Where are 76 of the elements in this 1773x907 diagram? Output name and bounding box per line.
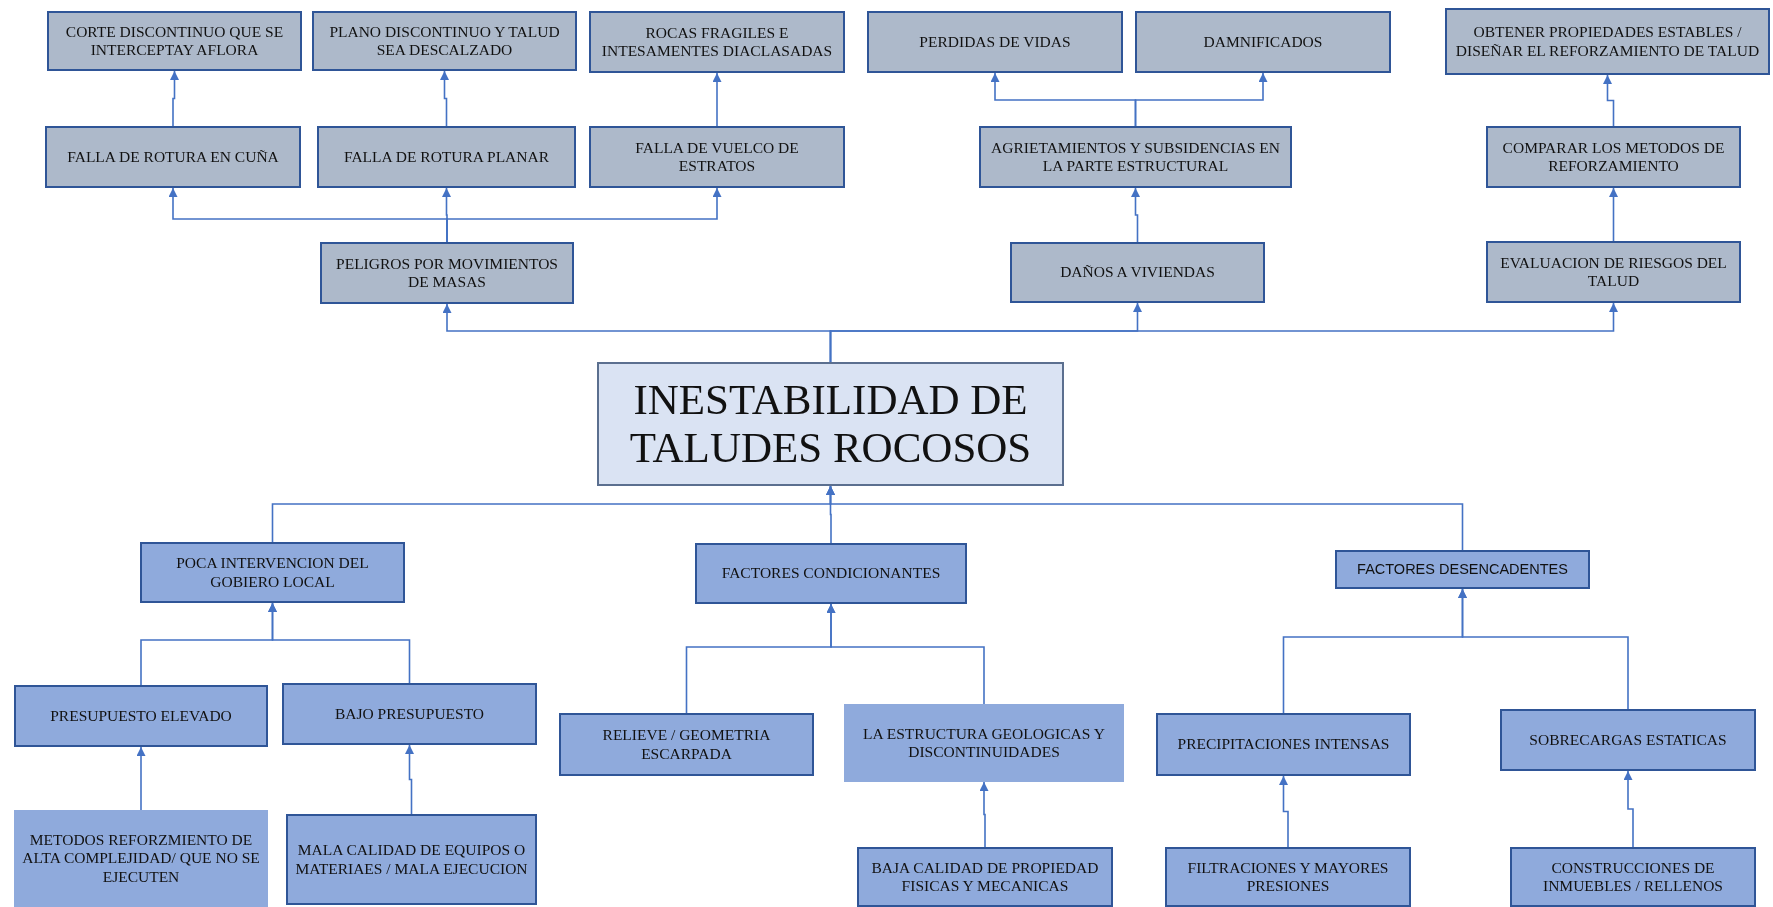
box-label: OBTENER PROPIEDADES ESTABLES / DISEÑAR EL REFORZAMIENTO DE TALUD bbox=[1454, 23, 1761, 60]
concept-box bbox=[589, 11, 845, 73]
arrow bbox=[1623, 770, 1634, 848]
concept-box bbox=[47, 11, 302, 71]
concept-box bbox=[1486, 126, 1741, 188]
concept-box bbox=[1010, 242, 1265, 303]
concept-box bbox=[14, 685, 268, 747]
concept-box bbox=[695, 543, 967, 604]
arrow bbox=[826, 485, 1464, 551]
concept-box bbox=[844, 704, 1124, 782]
box-label: EVALUACION DE RIESGOS DEL TALUD bbox=[1499, 253, 1728, 291]
concept-box bbox=[320, 242, 574, 304]
box-label: PLANO DISCONTINUO Y TALUD SEA DESCALZADO bbox=[328, 22, 561, 60]
arrow bbox=[446, 187, 722, 243]
box-label: FALLA DE ROTURA PLANAR bbox=[343, 147, 550, 167]
box-label: PRECIPITACIONES INTENSAS bbox=[1177, 735, 1390, 754]
box-label: FACTORES CONDICIONANTES bbox=[721, 564, 941, 583]
arrow bbox=[268, 602, 411, 684]
concept-box bbox=[140, 542, 405, 603]
arrow bbox=[440, 70, 449, 127]
concept-box bbox=[867, 11, 1123, 73]
box-label: BAJA CALIDAD DE PROPIEDAD FISICAS Y MECANICAS bbox=[870, 858, 1100, 896]
concept-box bbox=[286, 814, 537, 905]
arrow bbox=[712, 72, 722, 127]
concept-box bbox=[317, 126, 576, 188]
box-label: ROCAS FRAGILES E INTESAMENTES DIACLASADAS bbox=[600, 23, 834, 61]
concept-box bbox=[1486, 241, 1741, 303]
box-label: FACTORES DESENCADENTES bbox=[1357, 560, 1568, 579]
box-label: AGRIETAMIENTOS Y SUBSIDENCIAS EN LA PARTE ESTRUCTURAL bbox=[990, 138, 1281, 176]
concept-box bbox=[1135, 11, 1391, 73]
arrow bbox=[1131, 187, 1140, 243]
box-label: CORTE DISCONTINUO QUE SE INTERCEPTAY AFLORA bbox=[64, 22, 285, 60]
concept-box bbox=[1500, 709, 1756, 771]
arrow bbox=[826, 603, 985, 705]
box-label: PRESUPUESTO ELEVADO bbox=[50, 706, 232, 726]
concept-box bbox=[857, 847, 1113, 907]
arrow bbox=[170, 70, 179, 127]
box-label: DAMNIFICADOS bbox=[1203, 32, 1323, 52]
arrow bbox=[1609, 187, 1618, 242]
concept-box bbox=[1510, 847, 1756, 907]
box-label: INESTABILIDAD DE TALUDES ROCOSOS bbox=[628, 375, 1033, 473]
arrow bbox=[1603, 74, 1615, 127]
concept-box bbox=[282, 683, 537, 745]
arrow bbox=[829, 302, 1618, 363]
box-label: MALA CALIDAD DE EQUIPOS O MATERIAES / MALA EJECUCION bbox=[294, 841, 529, 878]
concept-box bbox=[14, 810, 268, 907]
arrow bbox=[136, 746, 146, 811]
box-label: COMPARAR LOS METODOS DE REFORZAMIENTO bbox=[1501, 138, 1726, 176]
arrow bbox=[405, 744, 414, 815]
arrow bbox=[1134, 72, 1268, 127]
concept-box bbox=[979, 126, 1292, 188]
box-label: LA ESTRUCTURA GEOLOGICAS Y DISCONTINUIDADES bbox=[862, 724, 1106, 762]
box-label: FILTRACIONES Y MAYORES PRESIONES bbox=[1186, 858, 1390, 896]
box-label: POCA INTERVENCION DEL GOBIERO LOCAL bbox=[175, 554, 370, 591]
concept-box bbox=[1445, 8, 1770, 75]
concept-box bbox=[1335, 550, 1590, 589]
concept-box bbox=[559, 713, 814, 776]
concept-box bbox=[1165, 847, 1411, 907]
arrow bbox=[1458, 588, 1629, 710]
box-label: RELIEVE / GEOMETRIA ESCARPADA bbox=[601, 726, 772, 763]
concept-box bbox=[312, 11, 577, 71]
arrow bbox=[1279, 775, 1289, 848]
box-label: FALLA DE ROTURA EN CUÑA bbox=[67, 147, 279, 167]
concept-box bbox=[589, 126, 845, 188]
box-label: PERDIDAS DE VIDAS bbox=[919, 32, 1071, 52]
concept-box bbox=[45, 126, 301, 188]
box-label: SOBRECARGAS ESTATICAS bbox=[1529, 730, 1727, 750]
box-label: DAÑOS A VIVIENDAS bbox=[1060, 263, 1215, 282]
arrow bbox=[979, 781, 989, 848]
concept-box bbox=[1156, 713, 1411, 776]
box-label: METODOS REFORZMIENTO DE ALTA COMPLEJIDAD/ QUE NO SE EJECUTEN bbox=[21, 831, 261, 886]
box-label: PELIGROS POR MOVIMIENTOS DE MASAS bbox=[335, 254, 559, 292]
box-label: FALLA DE VUELCO DE ESTRATOS bbox=[634, 138, 800, 176]
central-topic-box bbox=[597, 362, 1064, 486]
box-label: CONSTRUCCIONES DE INMUEBLES / RELLENOS bbox=[1542, 858, 1724, 896]
box-label: BAJO PRESUPUESTO bbox=[334, 704, 485, 724]
